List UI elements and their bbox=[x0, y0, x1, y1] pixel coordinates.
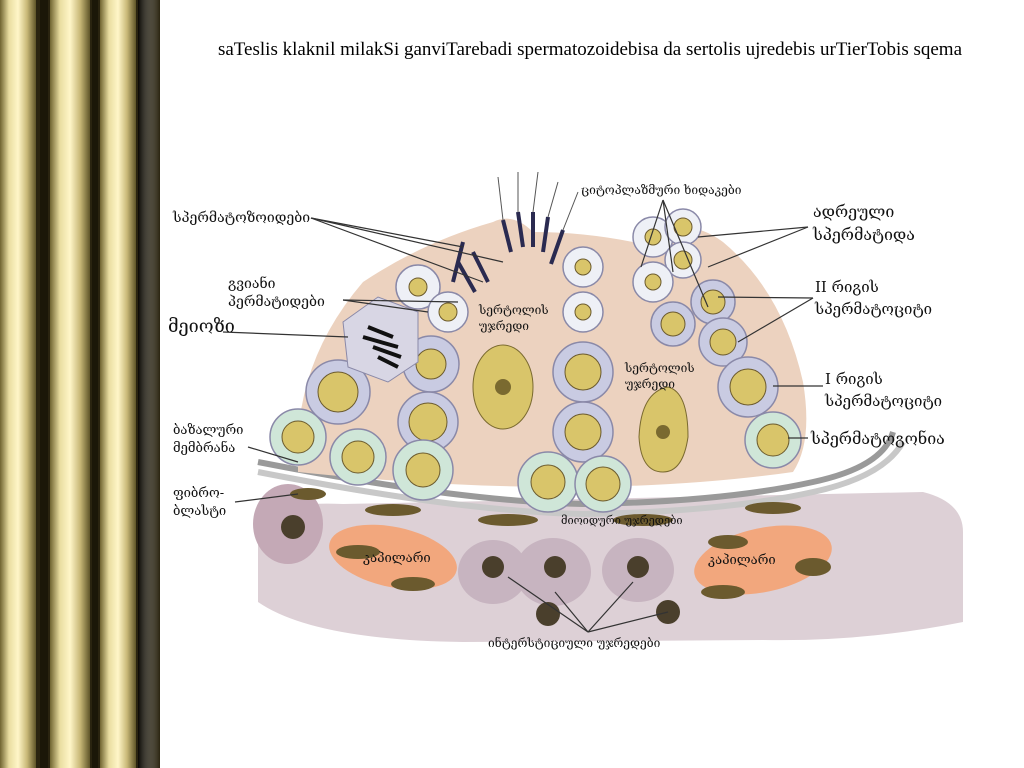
label-fibroblasts-2: ბლასტი bbox=[173, 504, 226, 519]
germ-cell-nucleus bbox=[700, 289, 726, 315]
germ-cell-nucleus bbox=[405, 452, 441, 488]
decorative-column-border bbox=[0, 0, 160, 768]
label-sertoli-2b: უჯრედი bbox=[625, 377, 675, 391]
germ-cell-nucleus bbox=[281, 420, 315, 454]
label-basal-membrane-1: ბაზალური bbox=[173, 423, 243, 438]
seminiferous-tubule-diagram: სპერმატოზოიდები ციტოპლაზმური ხიდაკები ად… bbox=[168, 172, 963, 650]
germ-cell-nucleus bbox=[341, 440, 375, 474]
label-secondary-spermatocytes-1: II რიგის bbox=[815, 278, 879, 296]
label-cytoplasmic-bridges: ციტოპლაზმური ხიდაკები bbox=[581, 183, 742, 197]
germ-cell-nucleus bbox=[644, 273, 662, 291]
slide-title: saTeslis klaknil milakSi ganviTarebadi s… bbox=[217, 39, 963, 60]
germ-cell-nucleus bbox=[756, 423, 790, 457]
germ-cell-nucleus bbox=[408, 402, 448, 442]
label-sertoli-1b: უჯრედი bbox=[479, 319, 529, 333]
label-myoid-cells: მიოიდური უჯრედები bbox=[561, 514, 683, 527]
label-late-spermatids-2: პერმატიდები bbox=[228, 293, 325, 310]
label-fibroblasts-1: ფიბრო- bbox=[173, 486, 224, 501]
label-sertoli-1a: სერტოლის bbox=[478, 303, 549, 317]
germ-cell-nucleus bbox=[673, 250, 693, 270]
label-meiosis: მეიოზი bbox=[168, 316, 235, 337]
spermatozoa-heads bbox=[451, 211, 565, 293]
label-sertoli-2a: სერტოლის bbox=[624, 361, 695, 375]
label-early-spermatid-2: სპერმატიდა bbox=[812, 225, 915, 244]
interstitium bbox=[253, 484, 963, 642]
label-interstitial-cells: ინტერსტიციული უჯრედები bbox=[488, 635, 661, 650]
germ-cell-nucleus bbox=[438, 302, 458, 322]
label-spermatozoa: სპერმატოზოიდები bbox=[172, 209, 310, 226]
capillary-left-shape bbox=[329, 524, 457, 590]
germ-cell-nucleus bbox=[574, 258, 592, 276]
germ-cell-nucleus bbox=[530, 464, 566, 500]
label-primary-spermatocytes-2: სპერმატოციტი bbox=[824, 392, 942, 410]
label-secondary-spermatocytes-2: სპერმატოციტი bbox=[814, 300, 932, 318]
germ-cell-nucleus bbox=[585, 466, 621, 502]
germ-cell-nucleus bbox=[415, 348, 447, 380]
label-early-spermatid-1: ადრეული bbox=[813, 202, 894, 221]
label-basal-membrane-2: მემბრანა bbox=[173, 440, 235, 456]
germ-cell-nucleus bbox=[408, 277, 428, 297]
leader-lines bbox=[222, 199, 823, 633]
germ-cell-nucleus bbox=[564, 353, 602, 391]
meiotic-cell bbox=[342, 296, 419, 383]
germ-cell-nucleus bbox=[317, 371, 359, 413]
germ-cell-nucleus bbox=[574, 303, 592, 321]
germ-cells bbox=[269, 208, 802, 513]
label-late-spermatids-1: გვიანი bbox=[228, 274, 276, 292]
label-capillary-left: კაპილარი bbox=[363, 551, 431, 566]
germ-cell-nucleus bbox=[660, 311, 686, 337]
label-primary-spermatocytes-1: I რიგის bbox=[825, 370, 883, 388]
label-spermatogonia: სპერმატოგონია bbox=[810, 429, 945, 448]
germ-cell-nucleus bbox=[564, 413, 602, 451]
germ-cell-nucleus bbox=[709, 328, 737, 356]
label-capillary-right: კაპილარი bbox=[708, 553, 776, 568]
germ-cell-nucleus bbox=[729, 368, 767, 406]
